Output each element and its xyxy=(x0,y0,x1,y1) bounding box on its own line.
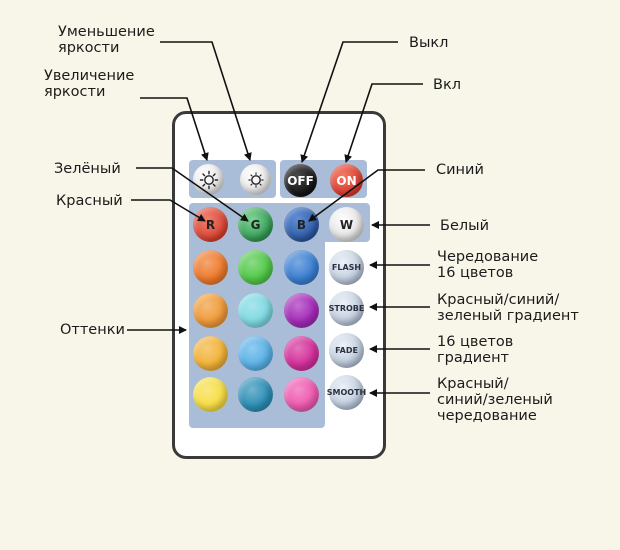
label-green: Зелёный xyxy=(54,161,121,177)
sun-outline-icon xyxy=(199,170,218,189)
color-button[interactable] xyxy=(193,293,228,328)
label-smooth: Красный/ синий/зеленый чередование xyxy=(437,376,553,424)
label-white: Белый xyxy=(440,218,490,234)
color-button[interactable] xyxy=(238,336,273,371)
green-button[interactable]: G xyxy=(238,207,273,242)
arrow-off xyxy=(300,41,398,163)
color-button[interactable] xyxy=(284,250,319,285)
green-button-label: G xyxy=(250,217,261,232)
smooth-button-label: SMOOTH xyxy=(326,388,367,397)
arrow-brightness-up xyxy=(140,97,209,161)
color-button[interactable] xyxy=(193,336,228,371)
label-red: Красный xyxy=(56,193,123,209)
arrow-red xyxy=(131,199,206,222)
blue-button[interactable]: B xyxy=(284,207,319,242)
label-brightness-down: Уменьшение яркости xyxy=(58,24,155,56)
label-shades: Оттенки xyxy=(60,322,125,338)
label-strobe: Красный/синий/ зеленый градиент xyxy=(437,292,579,324)
fade-button-label: FADE xyxy=(335,346,358,355)
red-button[interactable]: R xyxy=(193,207,228,242)
white-button-label: W xyxy=(339,217,354,232)
color-button[interactable] xyxy=(284,336,319,371)
color-button[interactable] xyxy=(238,377,273,412)
arrow-brightness-down xyxy=(160,41,252,161)
label-on: Вкл xyxy=(433,77,461,93)
strobe-button[interactable]: STROBE xyxy=(329,291,364,326)
arrow-on xyxy=(344,83,423,163)
color-button[interactable] xyxy=(284,377,319,412)
label-flash: Чередование 16 цветов xyxy=(437,249,539,281)
on-button[interactable]: ON xyxy=(330,164,363,197)
label-brightness-up: Увеличение яркости xyxy=(44,68,135,100)
color-button[interactable] xyxy=(238,293,273,328)
on-button-label: ON xyxy=(336,173,357,188)
off-button-label: OFF xyxy=(287,173,314,188)
color-button[interactable] xyxy=(238,250,273,285)
label-fade: 16 цветов градиент xyxy=(437,334,514,366)
sun-small-icon xyxy=(247,171,264,188)
brightness-up-button[interactable] xyxy=(193,164,224,195)
strobe-button-label: STROBE xyxy=(328,304,365,313)
smooth-button[interactable]: SMOOTH xyxy=(326,375,367,410)
off-button[interactable]: OFF xyxy=(284,164,317,197)
color-button[interactable] xyxy=(193,377,228,412)
flash-button-label: FLASH xyxy=(331,263,362,272)
arrow-green xyxy=(136,167,249,222)
label-off: Выкл xyxy=(409,35,449,51)
color-button[interactable] xyxy=(284,293,319,328)
brightness-down-button[interactable] xyxy=(240,164,271,195)
fade-button[interactable]: FADE xyxy=(329,333,364,368)
red-button-label: R xyxy=(205,217,216,232)
label-blue: Синий xyxy=(436,162,484,178)
color-button[interactable] xyxy=(193,250,228,285)
flash-button[interactable]: FLASH xyxy=(329,250,364,285)
arrow-blue xyxy=(308,169,425,222)
white-button[interactable]: W xyxy=(329,207,364,242)
blue-button-label: B xyxy=(296,217,307,232)
